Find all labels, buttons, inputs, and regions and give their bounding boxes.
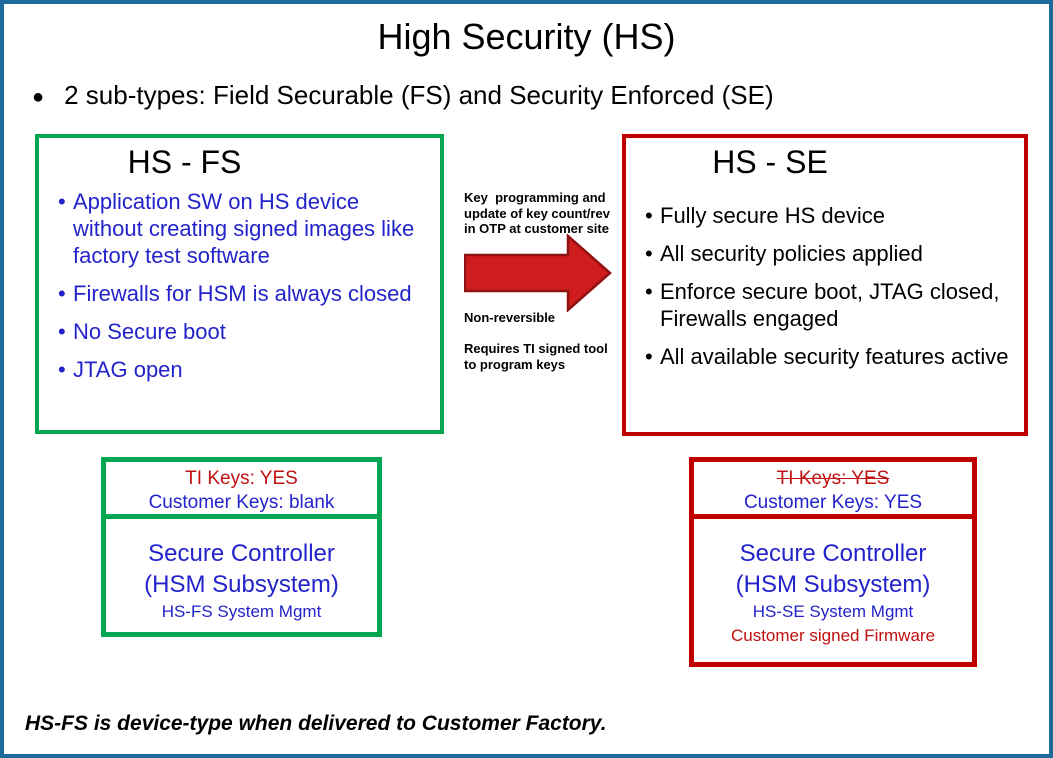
hs-se-box: HS - SE Fully secure HS device All secur… bbox=[622, 134, 1028, 436]
hs-fs-bullet: Firewalls for HSM is always closed bbox=[39, 280, 440, 307]
hs-fs-bullet: JTAG open bbox=[39, 356, 440, 383]
hs-se-controller-title: Secure Controller bbox=[739, 540, 927, 567]
hs-fs-customer-keys: Customer Keys: blank bbox=[148, 492, 335, 513]
hs-fs-keys-box: TI Keys: YES Customer Keys: blank Secure… bbox=[101, 457, 382, 637]
hs-se-controller-subtitle: (HSM Subsystem) bbox=[735, 571, 931, 598]
hs-fs-controller-title: Secure Controller bbox=[148, 540, 335, 567]
hs-fs-bullet-list: Application SW on HS device without crea… bbox=[39, 188, 440, 383]
transition-note-top: Key programming and update of key count/… bbox=[464, 190, 610, 236]
footer-note: HS-FS is device-type when delivered to C… bbox=[25, 712, 607, 735]
hs-se-controller-mgmt: HS-SE System Mgmt bbox=[752, 602, 914, 621]
subtitle-text: 2 sub-types: Field Securable (FS) and Se… bbox=[64, 80, 774, 110]
hs-se-bullet: All security policies applied bbox=[626, 240, 1024, 267]
hs-fs-keys-status: TI Keys: YES Customer Keys: blank bbox=[106, 462, 377, 519]
hs-fs-controller: Secure Controller (HSM Subsystem) HS-FS … bbox=[106, 519, 377, 624]
hs-se-bullet: Fully secure HS device bbox=[626, 202, 1024, 229]
hs-se-title: HS - SE bbox=[712, 144, 828, 180]
hs-fs-ti-keys: TI Keys: YES bbox=[185, 468, 298, 489]
hs-fs-box: HS - FS Application SW on HS device with… bbox=[35, 134, 444, 434]
hs-se-bullet-list: Fully secure HS device All security poli… bbox=[626, 202, 1024, 370]
hs-fs-title: HS - FS bbox=[127, 144, 242, 180]
transition-note-bottom: Requires TI signed tool to program keys bbox=[464, 341, 608, 372]
hs-se-controller-firmware: Customer signed Firmware bbox=[730, 626, 936, 645]
hs-se-bullet: Enforce secure boot, JTAG closed, Firewa… bbox=[626, 278, 1024, 332]
hs-fs-controller-mgmt: HS-FS System Mgmt bbox=[161, 602, 322, 621]
right-arrow-icon bbox=[463, 233, 612, 313]
subtitle: ● 2 sub-types: Field Securable (FS) and … bbox=[32, 80, 774, 114]
page-title: High Security (HS) bbox=[377, 16, 676, 57]
hs-se-customer-keys: Customer Keys: YES bbox=[743, 492, 923, 513]
bullet-dot-icon: ● bbox=[32, 86, 45, 108]
hs-fs-controller-subtitle: (HSM Subsystem) bbox=[144, 571, 339, 598]
hs-fs-bullet: Application SW on HS device without crea… bbox=[39, 188, 440, 269]
hs-se-keys-box: TI Keys: YES Customer Keys: YES Secure C… bbox=[689, 457, 977, 667]
transition-note-mid: Non-reversible bbox=[464, 310, 556, 325]
hs-se-ti-keys: TI Keys: YES bbox=[776, 468, 890, 489]
hs-se-keys-status: TI Keys: YES Customer Keys: YES bbox=[694, 462, 972, 519]
hs-fs-bullet: No Secure boot bbox=[39, 318, 440, 345]
hs-se-controller: Secure Controller (HSM Subsystem) HS-SE … bbox=[694, 519, 972, 648]
hs-se-bullet: All available security features active bbox=[626, 343, 1024, 370]
